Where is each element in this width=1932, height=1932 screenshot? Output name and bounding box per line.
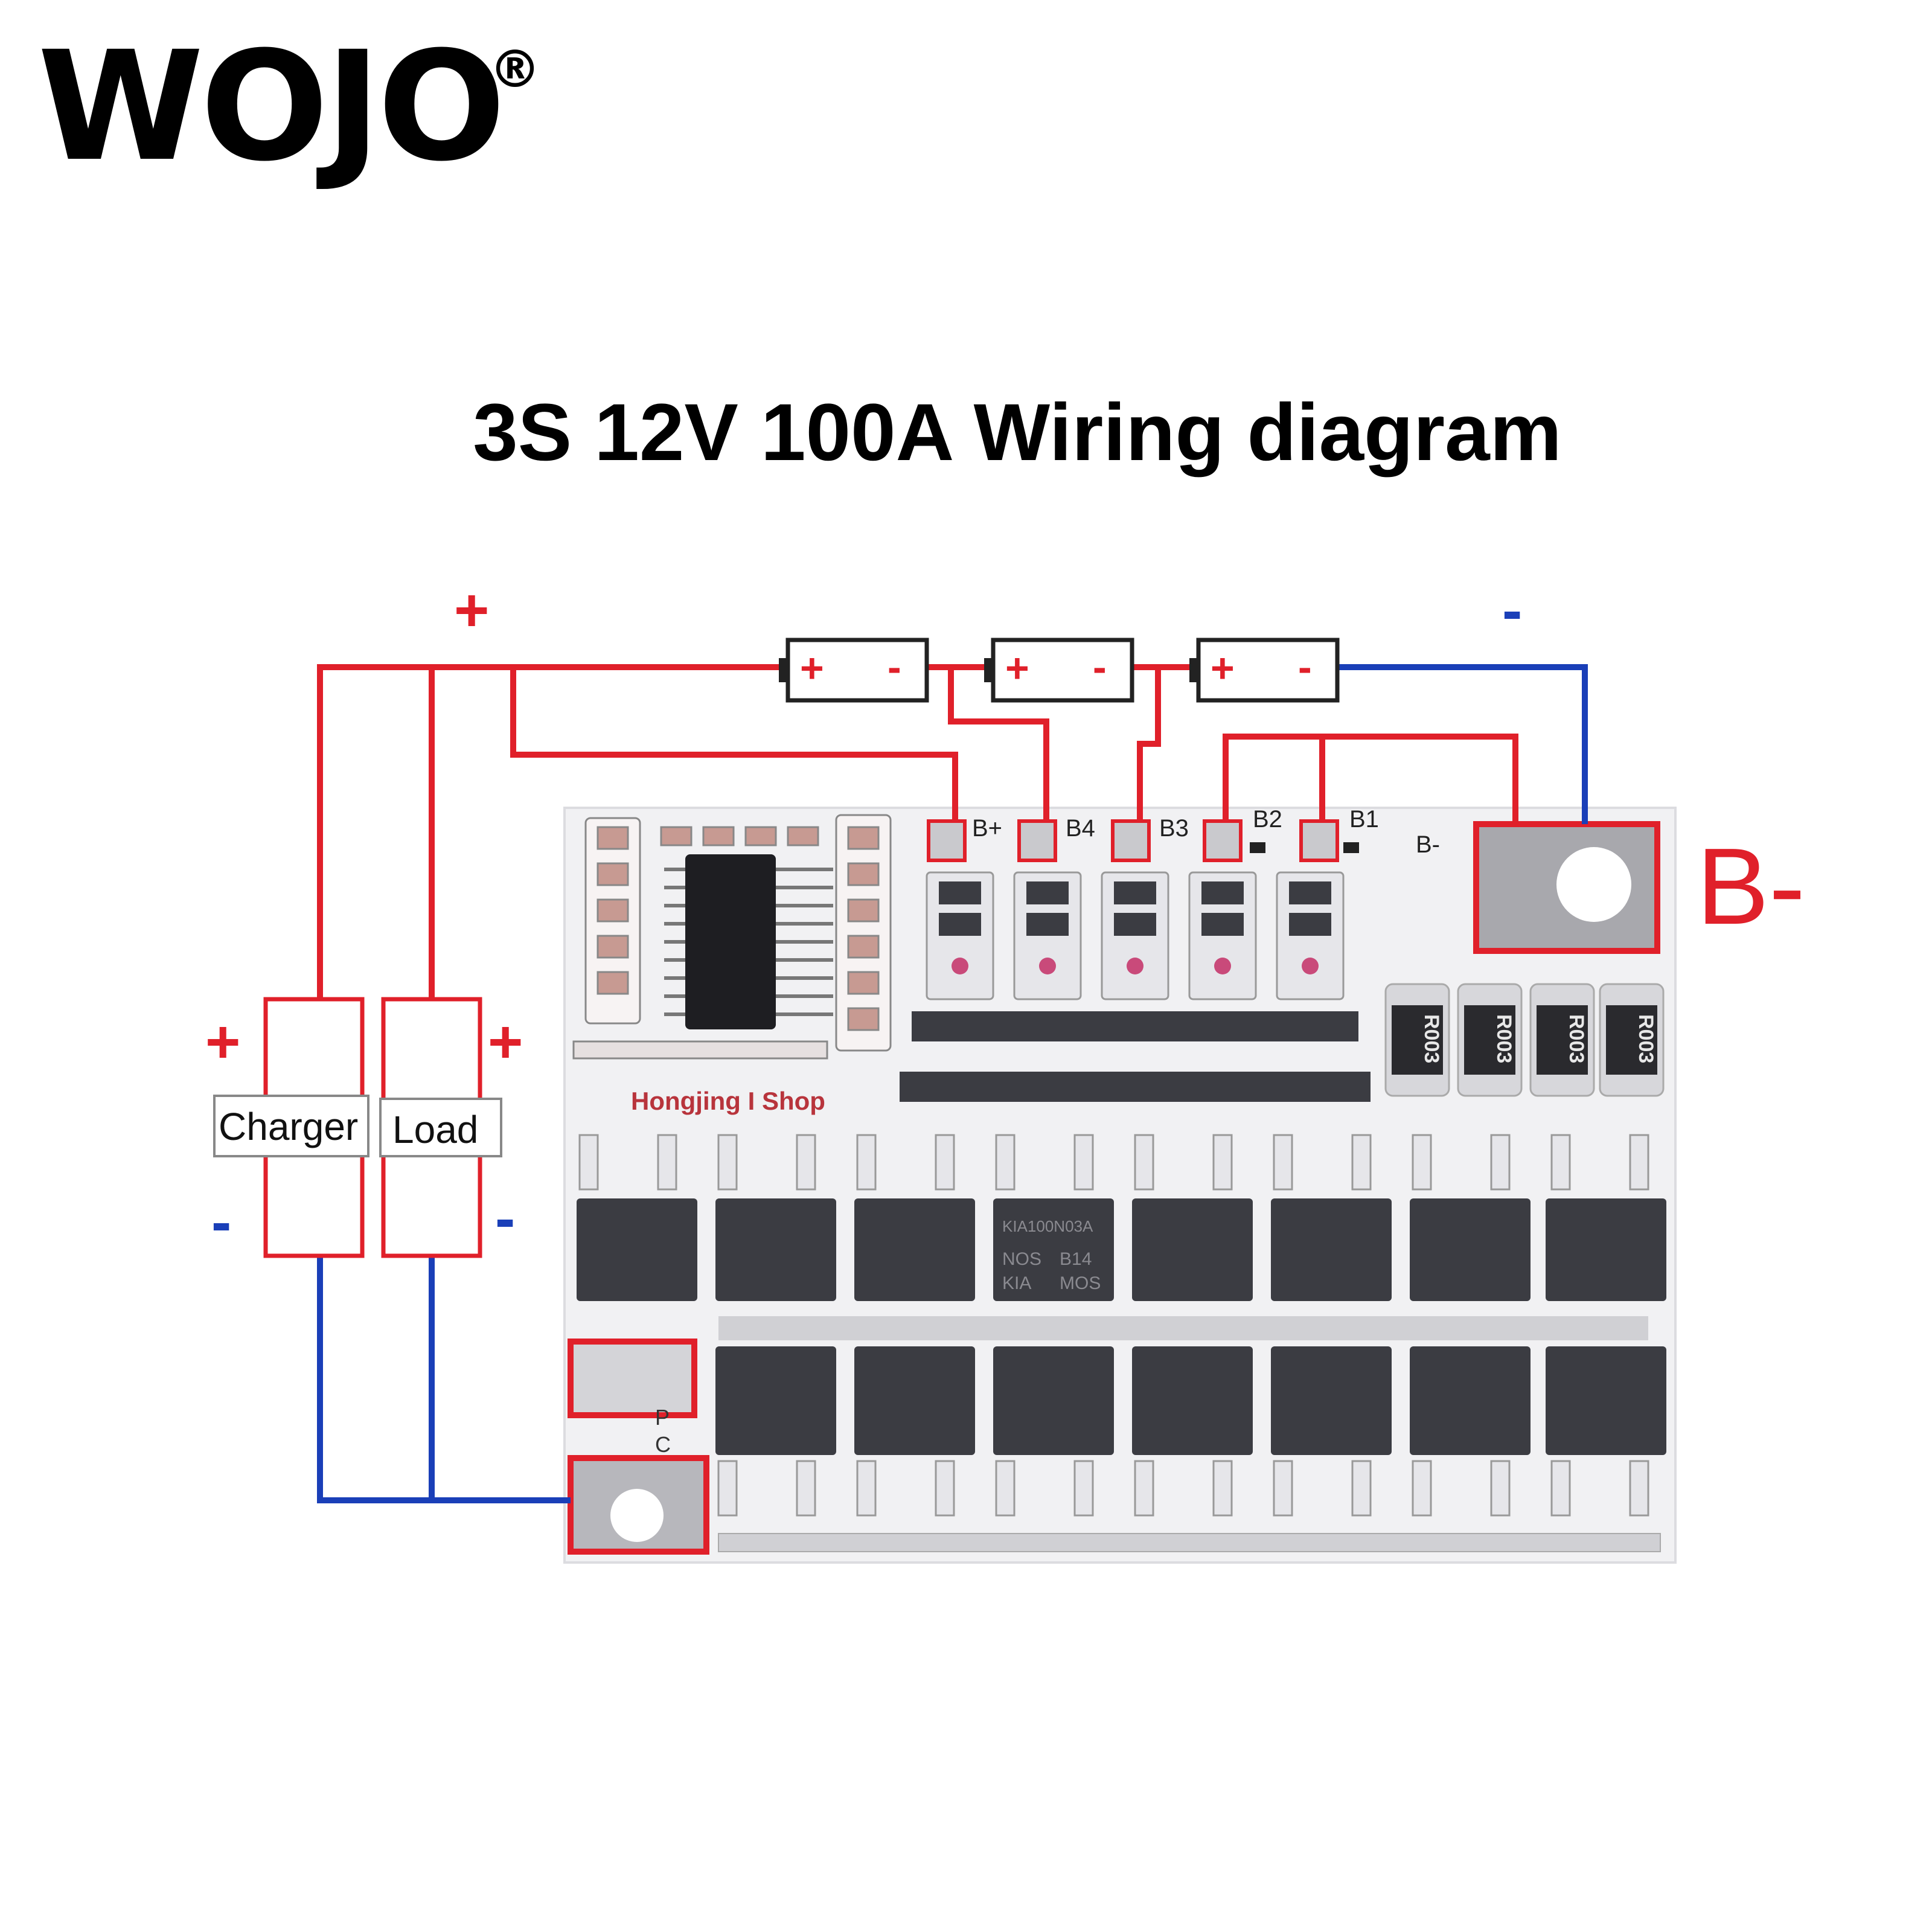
- load-plus-mark: +: [488, 1008, 523, 1076]
- cell-2-minus: -: [1093, 644, 1107, 690]
- p-pad: [568, 1339, 697, 1418]
- protection-ic: [664, 854, 833, 1029]
- smd-resistor-column-right: [835, 814, 892, 1052]
- cell-2-plus: +: [1005, 645, 1029, 691]
- load-minus-mark: -: [495, 1185, 515, 1252]
- charger-label: Charger: [219, 1105, 358, 1148]
- load-label: Load: [392, 1108, 478, 1151]
- mosfet-text-mos: MOS: [1060, 1273, 1101, 1293]
- bottom-left-smd-row: [572, 1040, 828, 1060]
- mosfet-text-b14: B14: [1060, 1249, 1092, 1269]
- pad-label-b-plus: B+: [972, 815, 1002, 842]
- pad-label-b-minus-small: B-: [1416, 831, 1440, 858]
- small-smd-parts: [660, 826, 819, 846]
- mosfet-text-kia: KIA: [1002, 1273, 1031, 1293]
- mosfet-text-nos: NOS: [1002, 1249, 1041, 1269]
- shunt-label-4: R003: [1634, 1014, 1657, 1063]
- mosfet-row-bottom: [715, 1316, 1666, 1552]
- battery-cell-3: [1189, 638, 1340, 703]
- pad-label-b2: B2: [1253, 806, 1282, 833]
- negative-wires: [317, 664, 1588, 1503]
- p-label: P: [655, 1405, 670, 1430]
- shunt-resistors: [1384, 983, 1665, 1097]
- top-plus-mark: +: [454, 577, 489, 644]
- battery-cell-1: [779, 638, 929, 703]
- mosfet-row-top: [577, 1134, 1666, 1301]
- brand-logo: WOJO: [37, 19, 506, 194]
- charger-plus-mark: +: [205, 1008, 240, 1076]
- cell-3-minus: -: [1298, 644, 1312, 690]
- charger-box: [213, 997, 369, 1258]
- registered-mark: ®: [489, 39, 541, 100]
- cell-1-plus: +: [800, 645, 824, 691]
- mosfet-text-part: KIA100N03A: [1002, 1217, 1093, 1235]
- battery-cell-2: [984, 638, 1134, 703]
- diagram-title: 3S 12V 100A Wiring diagram: [473, 388, 1562, 478]
- board-silk-label: Hongjing I Shop: [631, 1087, 825, 1115]
- positive-wires: [317, 664, 1518, 999]
- cell-3-plus: +: [1211, 645, 1235, 691]
- balance-circuit-columns: [900, 871, 1371, 1102]
- b-minus-pad: [1473, 821, 1660, 954]
- c-pad: [568, 1455, 709, 1555]
- pad-label-b3: B3: [1159, 815, 1189, 842]
- load-box: [379, 997, 502, 1258]
- charger-minus-mark: -: [211, 1188, 231, 1256]
- shunt-label-3: R003: [1565, 1014, 1588, 1063]
- c-label: C: [655, 1432, 671, 1457]
- b-minus-big-label: B-: [1697, 826, 1805, 947]
- cell-1-minus: -: [888, 644, 901, 690]
- shunt-label-2: R003: [1492, 1014, 1515, 1063]
- balance-pad-row: [927, 819, 1359, 862]
- pad-label-b1: B1: [1349, 806, 1379, 833]
- pad-label-b4: B4: [1066, 815, 1095, 842]
- top-minus-mark: -: [1502, 577, 1522, 644]
- smd-resistor-column-left: [584, 817, 641, 1025]
- shunt-label-1: R003: [1420, 1014, 1443, 1063]
